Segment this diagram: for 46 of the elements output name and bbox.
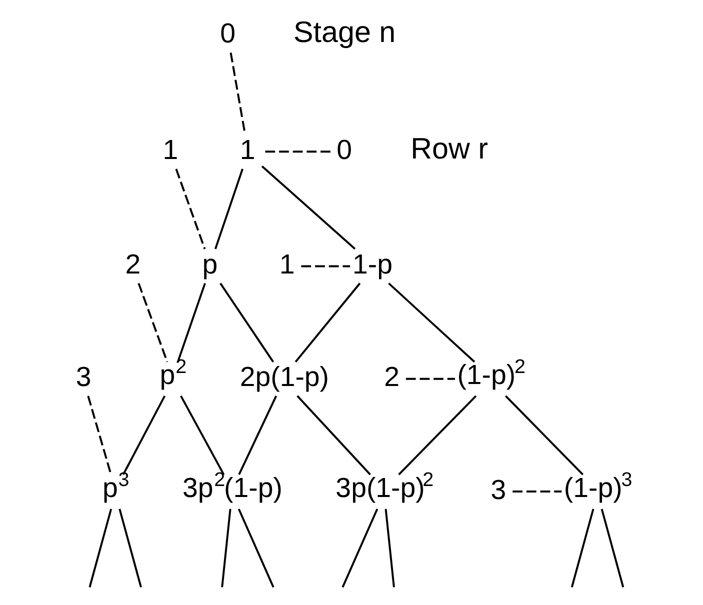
- node-text: 1-p: [352, 248, 392, 280]
- connector: [262, 150, 330, 153]
- node-text: (1-p)$^{2}$: [457, 356, 526, 390]
- node-text: 0: [336, 134, 352, 165]
- connector: [301, 265, 350, 268]
- connector: [570, 508, 594, 588]
- connector: [118, 508, 142, 588]
- connector: [87, 396, 112, 475]
- node-text: 3p(1-p)$^{2}$: [336, 468, 434, 503]
- connector: [221, 508, 232, 588]
- connector: [398, 395, 477, 476]
- node-text: 0: [220, 17, 236, 48]
- node-text: 3: [76, 361, 92, 392]
- connector: [512, 490, 562, 492]
- node-text: p$^{3}$: [102, 468, 130, 503]
- connector: [238, 508, 274, 588]
- connector: [504, 395, 584, 476]
- node-text: 3: [490, 474, 506, 505]
- connector: [384, 508, 395, 588]
- node-text: 3p$^{2}$(1-p): [182, 468, 282, 503]
- node-text: 1: [279, 248, 295, 280]
- connector: [406, 378, 455, 380]
- connector: [220, 282, 274, 362]
- connector: [238, 396, 278, 475]
- node-text: p: [202, 248, 218, 280]
- connector: [342, 508, 378, 588]
- connector: [600, 508, 624, 588]
- connector: [138, 282, 168, 362]
- connector: [296, 395, 371, 476]
- node-text: 1: [162, 134, 178, 165]
- node-text: 2p(1-p): [240, 361, 330, 392]
- connector: [122, 395, 166, 475]
- label: Row r: [410, 132, 488, 166]
- connector: [388, 282, 476, 363]
- label: Stage n: [294, 16, 396, 49]
- connector: [180, 395, 225, 476]
- connector: [176, 282, 206, 362]
- node-text: (1-p)$^{3}$: [564, 468, 632, 503]
- connector: [261, 166, 356, 250]
- connector: [88, 508, 112, 588]
- node-text: 1: [240, 134, 256, 165]
- connector: [175, 168, 206, 250]
- connector: [214, 168, 244, 250]
- node-text: 2: [384, 361, 400, 392]
- node-text: 2: [125, 248, 141, 280]
- connector: [294, 282, 361, 363]
